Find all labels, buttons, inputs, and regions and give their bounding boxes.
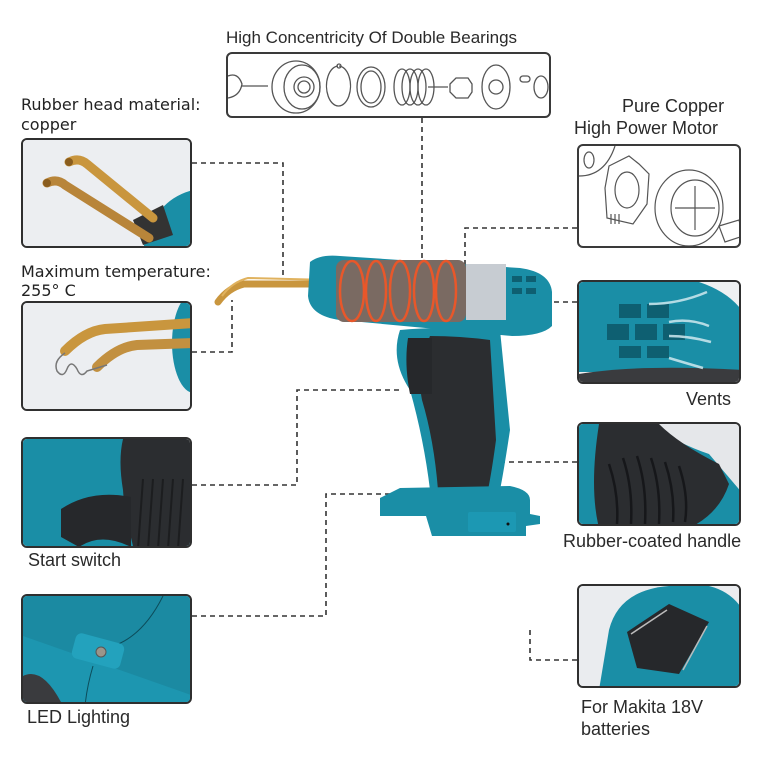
max-temp-label-line1: Maximum temperature: (21, 262, 211, 281)
battery-photo-panel (577, 584, 741, 688)
bearings-exploded-icon (228, 60, 549, 114)
handle-photo-panel (577, 422, 741, 526)
battery-label-line1: For Makita 18V (581, 697, 704, 717)
led-label: LED Lighting (27, 707, 131, 727)
start-switch-label: Start switch (28, 550, 122, 570)
rubber-grip-icon (579, 424, 739, 524)
led-photo-panel (21, 594, 192, 704)
motor-label-line2: High Power Motor (574, 118, 719, 138)
handle-label: Rubber-coated handle (563, 531, 742, 551)
start-switch-photo-panel (21, 437, 192, 548)
bearings-title: High Concentricity Of Double Bearings (226, 28, 518, 47)
vents-label: Vents (686, 389, 732, 409)
battery-mount-icon (579, 586, 739, 686)
copper-tips-icon (23, 140, 190, 246)
motor-label-line1: Pure Copper (622, 96, 725, 116)
motor-exploded-icon (579, 146, 739, 246)
leader-lines (192, 118, 577, 661)
max-temp-label-line2: 255° C (21, 281, 76, 300)
rubber-head-photo-panel (21, 138, 192, 248)
led-light-icon (23, 596, 190, 702)
trigger-icon (23, 439, 190, 546)
battery-label-line2: batteries (581, 719, 651, 739)
heating-wire-icon (23, 303, 190, 409)
air-vents-icon (579, 282, 739, 382)
max-temp-photo-panel (21, 301, 192, 411)
rubber-head-label-line1: Rubber head material: (21, 95, 201, 114)
vents-photo-panel (577, 280, 741, 384)
bearings-diagram-panel (226, 52, 551, 118)
motor-diagram-panel (577, 144, 741, 248)
rubber-head-label-line2: copper (21, 115, 77, 134)
